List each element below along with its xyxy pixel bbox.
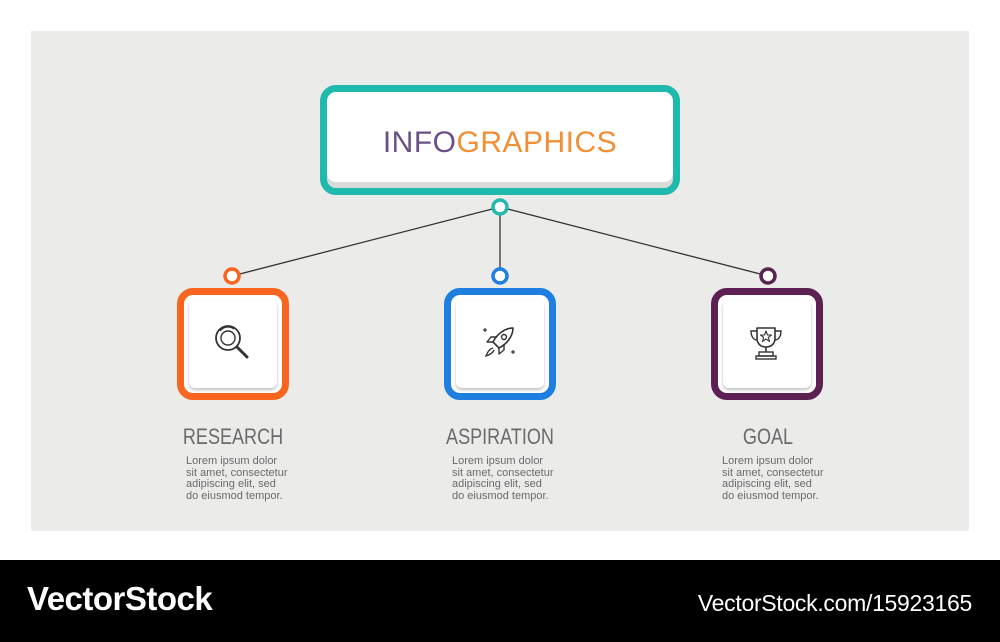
title-part-graphics: GRAPHICS <box>456 126 618 159</box>
node-goal-box <box>711 288 823 400</box>
connector-research <box>231 206 501 277</box>
node-research-label: RESEARCH <box>182 424 284 449</box>
node-goal-description: Lorem ipsum dolor sit amet, consectetur … <box>722 455 824 502</box>
node-goal <box>711 288 823 400</box>
connector-lines <box>223 198 777 285</box>
footer-image-url[interactable]: VectorStock.com/15923165 <box>697 590 972 616</box>
title-part-info: INFO <box>382 126 457 159</box>
title-connector-dot <box>491 198 509 216</box>
connector-goal <box>499 206 769 277</box>
research-connector-dot <box>223 267 241 285</box>
footer-bar: VectorStock VectorStock.com/15923165 <box>0 560 1000 642</box>
footer-brand-logo[interactable]: VectorStock <box>27 580 213 617</box>
rocket-icon <box>483 327 515 358</box>
trophy-icon <box>750 327 782 360</box>
aspiration-connector-dot <box>491 267 509 285</box>
node-research <box>177 288 289 400</box>
diagram-title: INFOGRAPHICS <box>327 126 673 160</box>
magnifier-icon <box>215 325 249 359</box>
node-aspiration-box <box>444 288 556 400</box>
title-box: INFOGRAPHICS <box>320 85 680 195</box>
node-aspiration <box>444 288 556 400</box>
goal-connector-dot <box>759 267 777 285</box>
node-aspiration-label: ASPIRATION <box>446 424 554 449</box>
node-research-box <box>177 288 289 400</box>
node-goal-label: GOAL <box>742 424 794 449</box>
node-aspiration-description: Lorem ipsum dolor sit amet, consectetur … <box>452 455 554 502</box>
node-research-description: Lorem ipsum dolor sit amet, consectetur … <box>186 455 288 502</box>
